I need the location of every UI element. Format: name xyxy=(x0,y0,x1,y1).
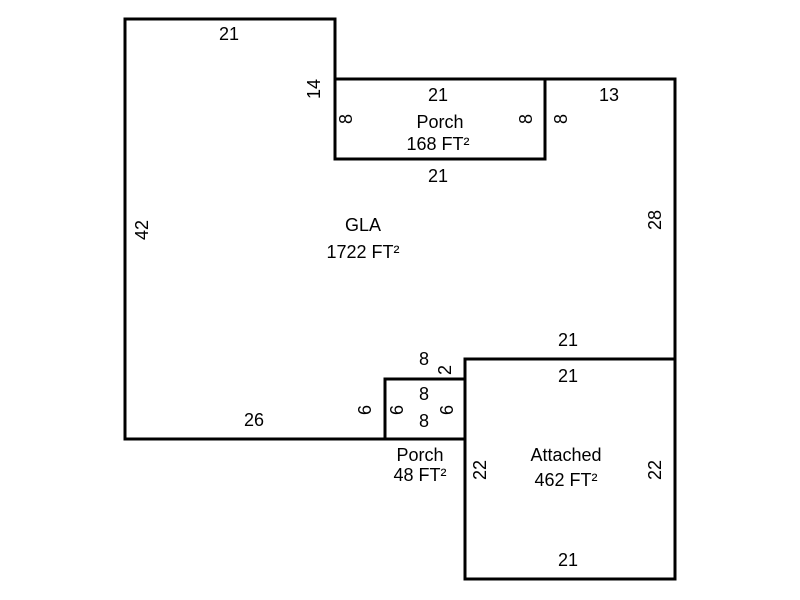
attached-area: 462 FT² xyxy=(534,470,597,490)
dim-gla-small-step-top: 8 xyxy=(419,349,429,369)
dim-gla-top: 21 xyxy=(219,24,239,44)
dim-attached-left: 22 xyxy=(470,460,490,480)
dim-gla-step: 14 xyxy=(304,79,324,99)
dim-porch-small-bottom: 8 xyxy=(419,411,429,431)
dim-gla-right: 28 xyxy=(645,210,665,230)
dim-gla-small-step-vert: 2 xyxy=(435,365,455,375)
dim-porch-top-left: 8 xyxy=(336,114,356,124)
dim-gla-bottom: 26 xyxy=(244,410,264,430)
porch-top-area: 168 FT² xyxy=(406,134,469,154)
dim-attached-right: 22 xyxy=(645,460,665,480)
dim-gla-bottom-step: 21 xyxy=(558,330,578,350)
attached-outline xyxy=(463,357,677,581)
dim-porch-small-left: 6 xyxy=(387,405,407,415)
dim-porch-top-outer-right: 8 xyxy=(551,114,571,124)
dim-attached-top: 21 xyxy=(558,366,578,386)
dim-porch-small-top: 8 xyxy=(419,384,429,404)
attached-label: Attached xyxy=(530,445,601,465)
dim-porch-top-right: 8 xyxy=(516,114,536,124)
gla-label: GLA xyxy=(345,215,381,235)
porch-top-label: Porch xyxy=(416,112,463,132)
gla-outline xyxy=(123,17,677,441)
dim-porch-small-right: 6 xyxy=(437,405,457,415)
gla-area: 1722 FT² xyxy=(326,242,399,262)
dim-porch-top-top: 21 xyxy=(428,85,448,105)
dim-gla-right-top: 13 xyxy=(599,85,619,105)
porch-small-area: 48 FT² xyxy=(393,465,446,485)
dim-attached-bottom: 21 xyxy=(558,550,578,570)
dim-gla-left: 42 xyxy=(132,220,152,240)
dim-porch-top-bottom: 21 xyxy=(428,166,448,186)
porch-top-outline xyxy=(333,77,547,161)
porch-small-label: Porch xyxy=(396,445,443,465)
dim-gla-small-left: 6 xyxy=(355,405,375,415)
